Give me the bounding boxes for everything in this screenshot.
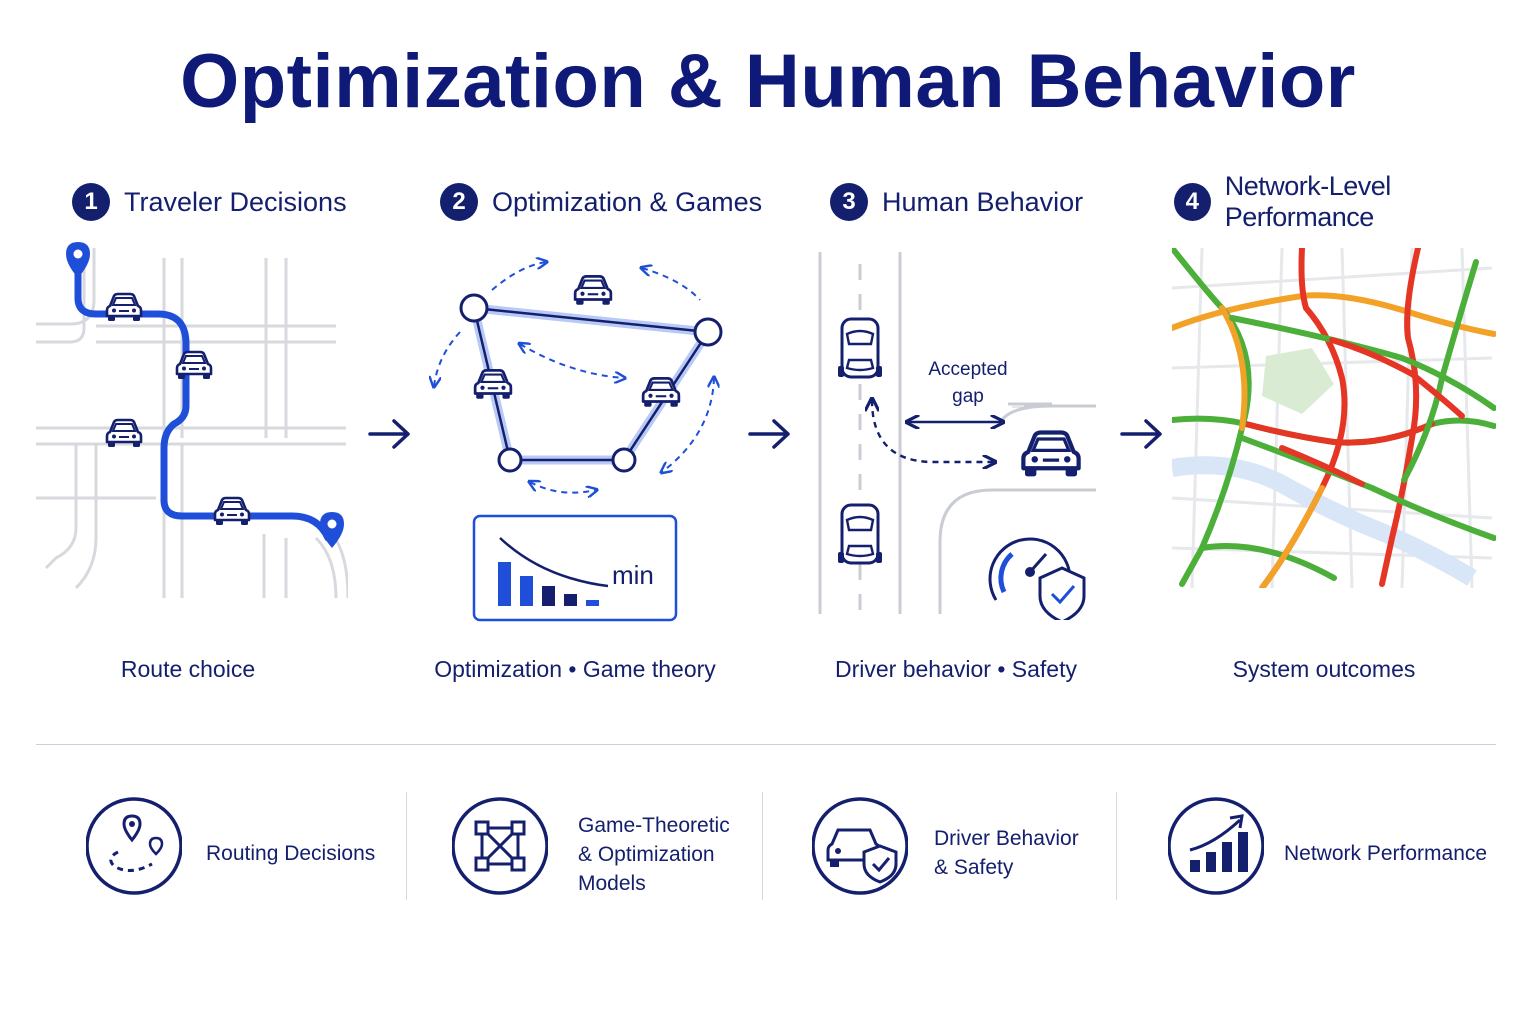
step-2-number: 2	[440, 183, 478, 221]
accepted-gap-line-1: Accepted	[928, 359, 1008, 380]
step-4-header: 4 Network-Level Performance	[1174, 171, 1536, 232]
park	[1262, 348, 1334, 414]
merging-car-icon	[1023, 433, 1078, 477]
accepted-gap-line-2: gap	[952, 386, 984, 407]
congestion-roads	[1172, 248, 1496, 588]
section-divider	[36, 744, 1496, 745]
driver-behavior-panel	[818, 252, 1096, 620]
merge-path	[872, 400, 994, 462]
network-graph-icon	[452, 797, 548, 895]
bar-chart-trend-icon	[1168, 797, 1264, 895]
origin-pin-icon	[66, 242, 90, 278]
network-node	[611, 447, 637, 473]
legend-separator	[762, 792, 763, 900]
step-3-header: 3 Human Behavior	[830, 182, 1083, 222]
network-node	[459, 293, 489, 323]
legend-line: Network Performance	[1284, 842, 1488, 865]
car-icon	[213, 496, 251, 526]
flow-arrow-icon	[368, 419, 410, 449]
step-4-label: Network-Level Performance	[1224, 171, 1392, 232]
network-node	[693, 317, 723, 347]
flow-arrow-icon	[1120, 419, 1162, 449]
network-node	[497, 447, 523, 473]
legend-line: & Optimization	[578, 843, 715, 866]
legend-line: & Safety	[934, 856, 1014, 879]
network-map-panel	[1172, 248, 1496, 588]
car-icon	[473, 369, 513, 400]
car-top-icon	[838, 317, 882, 379]
car-shield-icon	[812, 797, 908, 895]
accepted-gap-label: Accepted gap	[920, 356, 1016, 410]
step-4-caption: System outcomes	[1232, 656, 1416, 682]
car-icon	[175, 350, 213, 380]
legend-network-label: Network Performance	[1284, 839, 1487, 868]
objective-min-label: min	[612, 560, 654, 590]
flow-arrow-icon	[748, 419, 790, 449]
step-2-label: Optimization & Games	[492, 186, 763, 217]
legend-driver-label: Driver Behavior & Safety	[934, 824, 1079, 882]
car-top-icon	[838, 503, 882, 565]
car-icon	[105, 292, 143, 322]
legend-separator	[1116, 792, 1117, 900]
legend-line: Game-Theoretic	[578, 814, 730, 837]
step-4-number: 4	[1174, 183, 1211, 221]
step-3-caption: Driver behavior • Safety	[835, 656, 1077, 682]
legend-line: Routing Decisions	[206, 842, 376, 865]
step-1-number: 1	[72, 183, 110, 221]
game-network-panel	[420, 246, 723, 622]
step-1-header: 1 Traveler Decisions	[72, 182, 347, 222]
legend-line: Models	[578, 872, 646, 895]
interaction-arrows	[434, 262, 714, 493]
legend-separator	[406, 792, 407, 900]
speedometer-shield-icon	[988, 537, 1086, 620]
car-icon	[641, 377, 681, 408]
objective-box	[472, 514, 678, 622]
destination-pin-icon	[320, 512, 344, 548]
legend-routing-label: Routing Decisions	[206, 839, 375, 868]
step-1-label: Traveler Decisions	[124, 186, 347, 217]
car-icon	[105, 418, 143, 448]
step-1-caption: Route choice	[120, 656, 256, 682]
legend-game-theoretic-label: Game-Theoretic & Optimization Models	[578, 811, 730, 898]
page-title: Optimization & Human Behavior	[180, 39, 1356, 124]
step-2-caption: Optimization • Game theory	[434, 656, 716, 682]
route-pin-icon	[86, 797, 182, 895]
legend-line: Driver Behavior	[934, 827, 1079, 850]
step-2-header: 2 Optimization & Games	[440, 182, 762, 222]
street-grid	[36, 248, 348, 599]
car-icon	[573, 275, 613, 306]
route-path	[74, 270, 332, 542]
step-3-number: 3	[830, 183, 868, 221]
route-map-panel	[36, 242, 348, 599]
step-3-label: Human Behavior	[882, 186, 1084, 217]
